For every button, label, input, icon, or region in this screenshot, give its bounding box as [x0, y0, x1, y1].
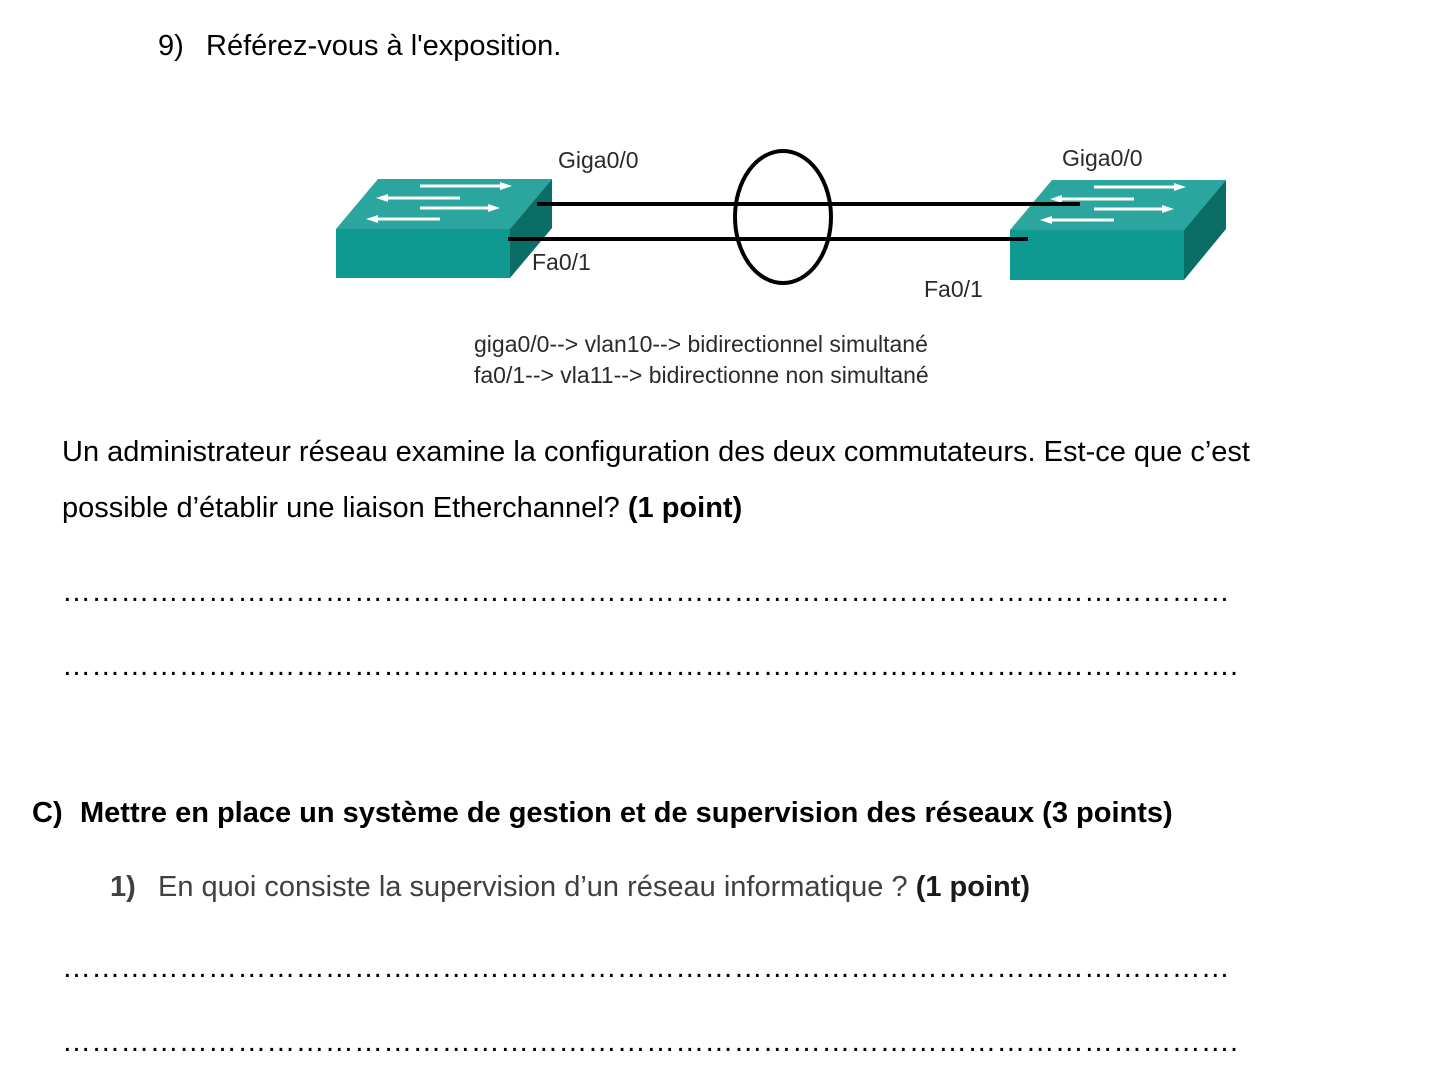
right-giga-label: Giga0/0	[1062, 145, 1143, 171]
question-1: 1) En quoi consiste la supervision d’un r…	[110, 869, 1030, 905]
caption-line-1: giga0/0--> vlan10--> bidirectionnel simu…	[474, 331, 928, 357]
right-fa-label: Fa0/1	[924, 276, 983, 302]
question-number: 9)	[158, 30, 184, 62]
section-title: Mettre en place un système de gestion et…	[80, 797, 1173, 829]
left-fa-label: Fa0/1	[532, 249, 591, 275]
answer-line[interactable]: …………………………………………………………………………………………………………	[62, 576, 1230, 608]
question-number: 1)	[110, 871, 136, 903]
section-c-heading: C) Mettre en place un système de gestion …	[32, 795, 1173, 831]
paragraph-line-2: possible d’établir une liaison Etherchan…	[62, 490, 742, 526]
paragraph-line-1: Un administrateur réseau examine la conf…	[62, 436, 1250, 468]
question-text: En quoi consiste la supervision d’un rés…	[158, 871, 908, 903]
question-text: Référez-vous à l'exposition.	[206, 30, 562, 62]
etherchannel-ellipse	[733, 149, 833, 285]
etherchannel-diagram: Giga0/0 Fa0/1 Giga0/0 Fa0/1 giga0/0--> v…	[336, 145, 1226, 388]
right-switch-icon	[1010, 180, 1226, 280]
caption-line-2: fa0/1--> vla11--> bidirectionne non simu…	[474, 362, 929, 388]
section-letter: C)	[32, 797, 63, 829]
left-switch-icon	[336, 179, 552, 278]
left-giga-label: Giga0/0	[558, 147, 639, 173]
answer-line[interactable]: ……………………………………………………………………………………………………………	[62, 650, 1239, 682]
question-9: 9) Référez-vous à l'exposition.	[158, 28, 561, 64]
answer-line[interactable]: …………………………………………………………………………………………………………	[62, 952, 1230, 984]
points-label: (1 point)	[915, 871, 1031, 903]
answer-line[interactable]: ……………………………………………………………………………………………………………	[62, 1026, 1239, 1058]
paragraph-question: possible d’établir une liaison Etherchan…	[62, 492, 620, 524]
points-label: (1 point)	[627, 492, 743, 524]
